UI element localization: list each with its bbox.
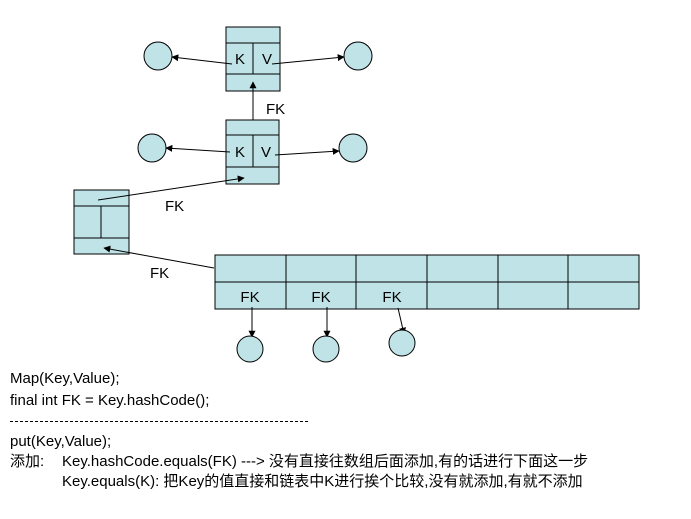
add-prefix: 添加:: [10, 453, 45, 470]
mid-right-circle: [338, 133, 368, 163]
fk-label-middle: FK: [165, 198, 184, 215]
bottom-circle-1: [236, 335, 264, 363]
code-line-put: put(Key,Value);: [10, 433, 112, 450]
code-line-equals: Key.equals(K): 把Key的值直接和链表中K进行挨个比较,没有就添加…: [10, 473, 583, 491]
separator-line: [10, 421, 308, 422]
mid-right-arrow: [274, 147, 340, 156]
bottom-circle-3: [388, 329, 416, 357]
top-left-arrow: [171, 54, 233, 65]
array-cell-fk-1: FK: [240, 289, 259, 306]
array-to-left-arrow: [103, 245, 215, 269]
code-line-map: Map(Key,Value);: [10, 370, 120, 387]
mid-node-v: V: [261, 144, 271, 161]
mid-left-arrow: [165, 144, 231, 153]
top-left-circle: [143, 41, 173, 71]
top-node-k: K: [235, 51, 245, 68]
array-cell-fk-3: FK: [382, 289, 401, 306]
top-right-arrow: [271, 54, 345, 65]
top-node: K V: [225, 26, 281, 92]
bucket-array: FK FK FK: [214, 254, 640, 310]
mid-node: K V: [225, 119, 280, 185]
mid-node-k: K: [235, 144, 245, 161]
code-line-hashcode: 添加: Key.hashCode.equals(FK) ---> 没有直接往数组后…: [10, 453, 588, 471]
mid-left-circle: [137, 133, 167, 163]
bottom-circle-2: [312, 335, 340, 363]
array-cell-fk-2: FK: [311, 289, 330, 306]
fk-label-lower: FK: [150, 265, 169, 282]
left-node: [73, 189, 130, 255]
top-node-v: V: [262, 51, 272, 68]
equals-note: Key.equals(K): 把Key的值直接和链表中K进行挨个比较,没有就添加…: [62, 473, 583, 490]
fk-label-upper: FK: [266, 101, 285, 118]
hashcode-note: Key.hashCode.equals(FK) ---> 没有直接往数组后面添加…: [62, 453, 589, 470]
code-line-final: final int FK = Key.hashCode();: [10, 392, 210, 409]
hashmap-diagram: K V FK K V FK FK FK FK F: [73, 26, 640, 363]
top-right-circle: [343, 41, 373, 71]
left-to-mid-arrow: [97, 175, 245, 201]
